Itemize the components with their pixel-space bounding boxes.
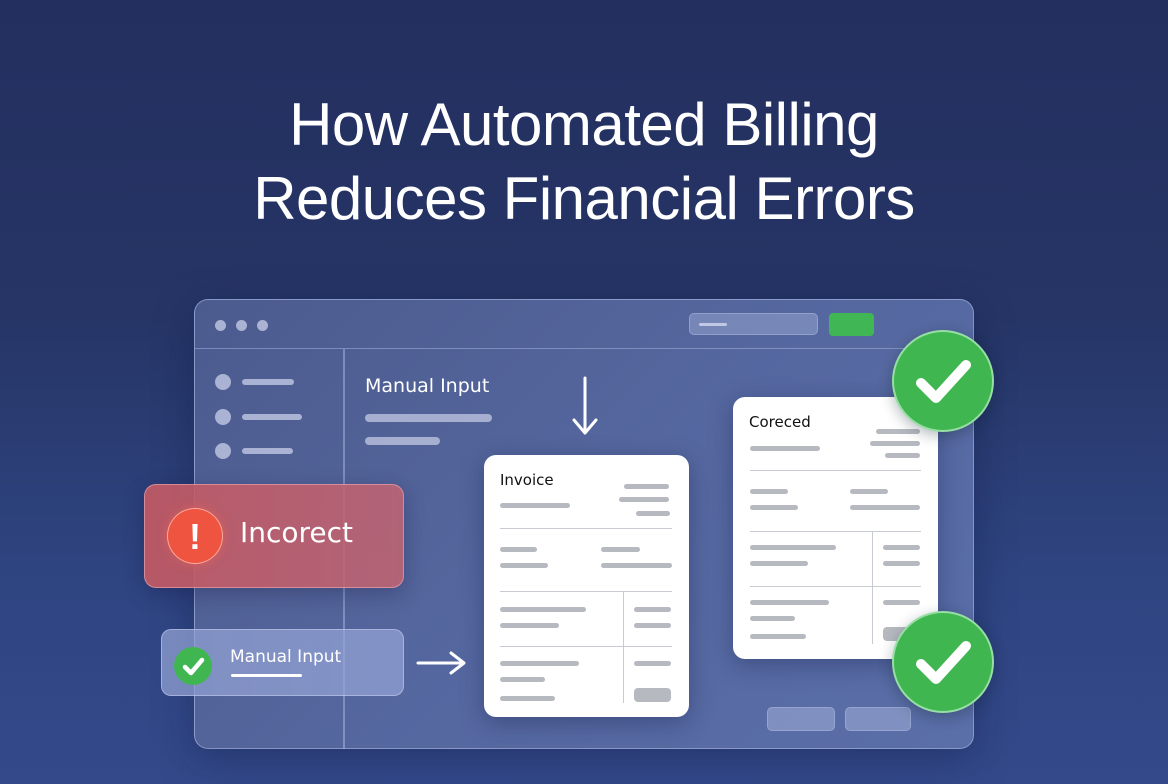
text-placeholder-line xyxy=(500,696,555,701)
text-placeholder-line xyxy=(750,545,836,550)
text-placeholder-line xyxy=(500,677,545,682)
invoice-title: Invoice xyxy=(500,471,554,489)
text-placeholder-line xyxy=(750,600,829,605)
total-placeholder xyxy=(634,688,671,702)
search-bar[interactable] xyxy=(689,313,818,335)
window-dot-icon xyxy=(257,320,268,331)
text-placeholder-line xyxy=(750,561,808,566)
text-placeholder-line xyxy=(634,607,671,612)
manual-input-heading: Manual Input xyxy=(365,375,490,397)
arrow-down-icon xyxy=(572,376,598,435)
text-placeholder-line xyxy=(750,634,806,639)
check-icon xyxy=(174,647,212,685)
check-circle-icon xyxy=(892,611,994,713)
text-placeholder-line xyxy=(634,623,671,628)
text-placeholder-line xyxy=(500,563,548,568)
text-placeholder-line xyxy=(750,505,798,510)
page-title: How Automated Billing Reduces Financial … xyxy=(0,88,1168,236)
primary-action-button[interactable] xyxy=(829,313,874,336)
text-placeholder-line xyxy=(883,545,920,550)
divider xyxy=(750,470,921,471)
text-placeholder-line xyxy=(636,511,670,516)
text-placeholder-line xyxy=(624,484,669,489)
footer-button-secondary[interactable] xyxy=(767,707,835,731)
text-placeholder-line xyxy=(870,441,920,446)
sidebar-item-label-placeholder xyxy=(242,379,294,385)
window-dot-icon xyxy=(215,320,226,331)
manual-input-card[interactable]: Manual Input xyxy=(161,629,404,696)
text-placeholder-line xyxy=(750,446,820,451)
text-placeholder-line xyxy=(500,661,579,666)
sidebar-item-icon xyxy=(215,443,231,459)
input-underline xyxy=(231,674,302,677)
text-placeholder-line xyxy=(876,429,920,434)
divider xyxy=(500,646,672,647)
divider xyxy=(500,528,672,529)
sidebar-item[interactable] xyxy=(215,374,335,390)
check-circle-icon xyxy=(892,330,994,432)
text-placeholder-line xyxy=(634,661,671,666)
text-placeholder-line xyxy=(601,563,672,568)
incorrect-label: Incorect xyxy=(240,516,354,549)
sidebar-item-icon xyxy=(215,409,231,425)
divider xyxy=(750,531,921,532)
text-placeholder-line xyxy=(850,505,920,510)
footer-button-primary[interactable] xyxy=(845,707,911,731)
title-line-2: Reduces Financial Errors xyxy=(253,165,915,232)
sidebar-item-icon xyxy=(215,374,231,390)
sidebar-item-label-placeholder xyxy=(242,448,293,454)
arrow-right-icon xyxy=(416,651,466,675)
text-placeholder-line xyxy=(601,547,640,552)
text-placeholder-line xyxy=(500,623,559,628)
sidebar-item-label-placeholder xyxy=(242,414,302,420)
text-placeholder-line xyxy=(883,561,920,566)
window-titlebar xyxy=(195,300,973,349)
text-placeholder-line xyxy=(750,489,788,494)
text-placeholder-line xyxy=(750,616,795,621)
text-placeholder-line xyxy=(885,453,920,458)
divider xyxy=(872,531,873,644)
invoice-document: Invoice xyxy=(484,455,689,717)
divider xyxy=(750,586,921,587)
manual-input-label: Manual Input xyxy=(230,647,342,667)
corrected-document: Coreced xyxy=(733,397,938,659)
text-placeholder-line xyxy=(500,607,586,612)
window-dot-icon xyxy=(236,320,247,331)
text-placeholder-line xyxy=(500,503,570,508)
text-placeholder-line xyxy=(619,497,669,502)
divider xyxy=(500,591,672,592)
exclamation-icon: ! xyxy=(167,508,223,564)
text-placeholder-line xyxy=(365,437,440,445)
incorrect-alert-card: ! Incorect xyxy=(144,484,404,588)
text-placeholder-line xyxy=(883,600,920,605)
sidebar-item[interactable] xyxy=(215,443,335,459)
divider xyxy=(623,591,624,703)
text-placeholder-line xyxy=(365,414,492,422)
sidebar-item[interactable] xyxy=(215,409,335,425)
title-line-1: How Automated Billing xyxy=(289,91,879,158)
text-placeholder-line xyxy=(850,489,888,494)
corrected-title: Coreced xyxy=(749,413,811,431)
text-placeholder-line xyxy=(500,547,537,552)
search-placeholder-line xyxy=(699,323,727,326)
